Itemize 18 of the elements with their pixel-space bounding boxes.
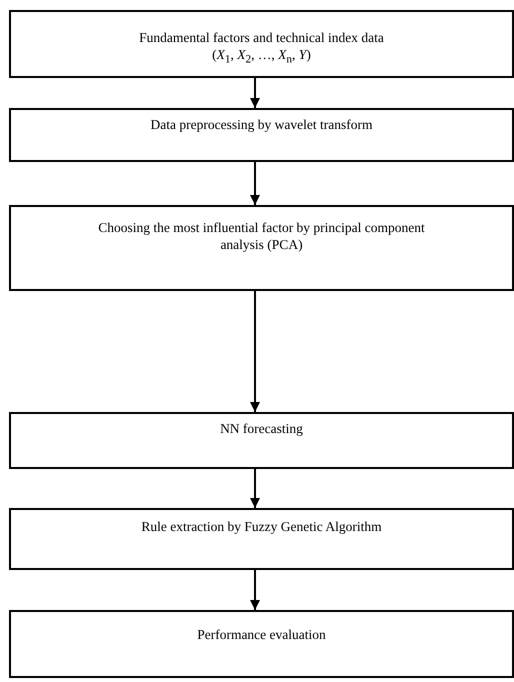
- box-label: Performance evaluation: [197, 626, 326, 643]
- box-label: NN forecasting: [220, 420, 303, 437]
- arrow: [250, 291, 260, 412]
- arrow: [250, 162, 260, 205]
- process-box: [9, 205, 514, 291]
- box-label: Choosing the most influential factor by principal component analysis (PCA): [97, 219, 426, 253]
- arrow: [250, 78, 260, 108]
- process-box: [9, 508, 514, 570]
- process-box: [9, 10, 514, 78]
- box-label: Fundamental factors and technical index data: [139, 29, 384, 46]
- box-label: Rule extraction by Fuzzy Genetic Algorithm: [141, 518, 382, 535]
- process-box: [9, 412, 514, 469]
- process-box: [9, 610, 514, 678]
- arrow: [250, 469, 260, 508]
- box-label: Data preprocessing by wavelet transform: [150, 116, 372, 133]
- formula: (X$_{1}$, X$_{2}$, …, X$_{n}$, Y): [212, 46, 311, 68]
- arrow: [250, 570, 260, 610]
- process-box: [9, 108, 514, 162]
